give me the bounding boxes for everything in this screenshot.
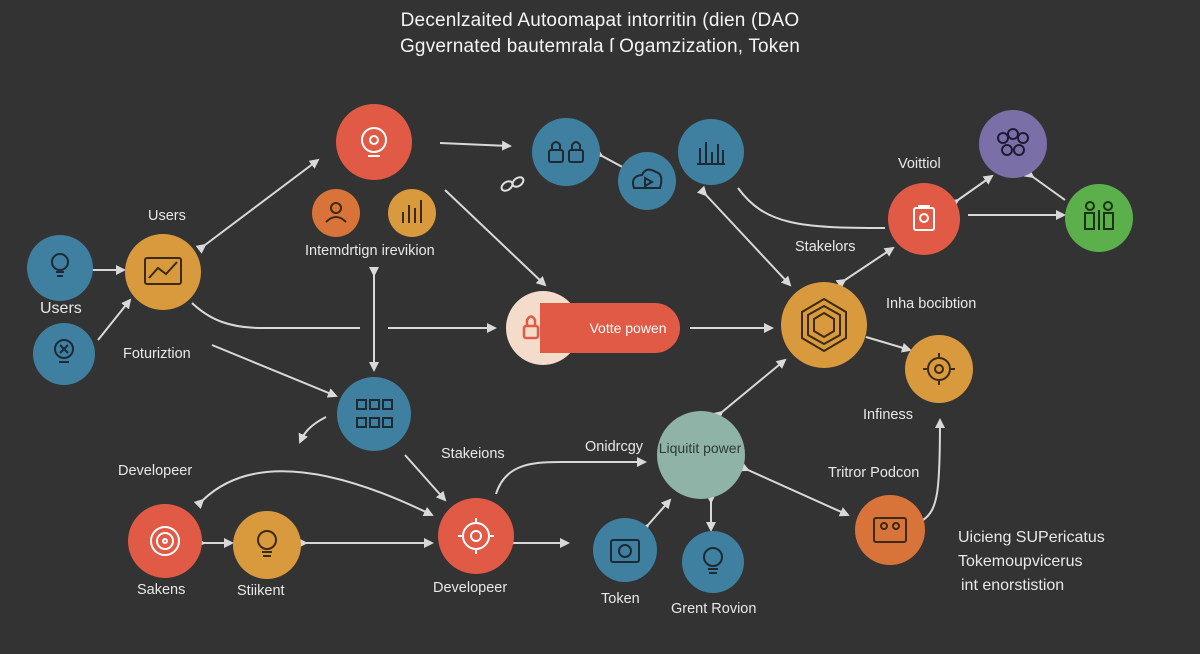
node-coins[interactable] <box>979 110 1047 178</box>
vote-power-pill[interactable]: Votte powen <box>540 303 680 353</box>
arrow-b <box>439 140 512 151</box>
node-liquitit-power[interactable] <box>657 411 745 499</box>
users-group-icon <box>325 202 347 223</box>
arrow-x <box>1023 168 1066 201</box>
label-side-3: int enorstistion <box>961 577 1065 594</box>
columns-chart-icon <box>697 142 725 165</box>
gear-icon <box>923 353 955 385</box>
arrow-y <box>865 336 912 353</box>
arrow-q <box>495 457 647 495</box>
label-users-top: Users <box>148 208 186 224</box>
label-users-left: Users <box>40 300 82 317</box>
hexagon-stack-icon <box>801 297 847 353</box>
label-developeer-left: Developeer <box>118 463 193 479</box>
label-inha-bocibtion: Inha bocibtion <box>886 296 977 312</box>
arrow-s <box>696 185 792 287</box>
node-strategy-top[interactable] <box>336 104 412 180</box>
node-columns[interactable] <box>678 119 744 185</box>
people-icon <box>1084 201 1114 230</box>
vote-power-label: Votte powen <box>589 320 667 336</box>
arrow-l <box>404 454 447 502</box>
gear-icon <box>458 518 494 554</box>
node-lightbulb-x[interactable] <box>33 323 95 385</box>
arrow-aa <box>738 462 850 517</box>
arrow-k <box>298 416 327 444</box>
lightbulb-icon <box>257 530 277 557</box>
target-icon <box>150 526 180 556</box>
node-infiness[interactable] <box>905 335 973 403</box>
node-users-chart[interactable] <box>125 234 201 310</box>
node-lightbulb-left[interactable] <box>27 235 93 301</box>
label-tritror-podcon: Tritror Podcon <box>828 465 920 481</box>
lightbulb-x-icon <box>54 339 74 363</box>
lightbulb-icon <box>703 547 723 574</box>
node-voittiol[interactable] <box>888 183 960 255</box>
badge-icon <box>913 205 935 231</box>
label-stiikent: Stiikent <box>237 583 285 599</box>
node-users-group[interactable] <box>312 189 360 237</box>
node-developer-gear[interactable] <box>438 498 514 574</box>
arrow-t <box>737 187 886 229</box>
arrow-z <box>712 358 787 421</box>
node-cloud[interactable] <box>618 152 676 210</box>
connectors <box>84 140 1066 548</box>
node-padlock-pair[interactable] <box>532 118 600 186</box>
label-stakelors: Stakelors <box>795 239 856 255</box>
arrow-u <box>835 246 895 289</box>
padlock-pair-icon <box>548 141 584 163</box>
arrow-j <box>211 344 338 398</box>
liquitit-power-label: Liquitit power <box>658 440 742 456</box>
chain-link-icon <box>500 176 525 192</box>
network-blocks-icon <box>356 399 393 428</box>
label-voittiol: Voittiol <box>898 156 941 172</box>
label-stakeions: Stakeions <box>441 446 505 462</box>
bar-chart-icon <box>402 200 422 223</box>
arrow-g <box>191 302 360 329</box>
arrow-m <box>193 470 434 516</box>
lightbulb-gear-icon <box>361 127 387 157</box>
node-grent-rovion[interactable] <box>682 531 744 593</box>
label-side-1: Uicieng SUPericatus <box>958 529 1105 546</box>
node-stiikent[interactable] <box>233 511 301 579</box>
node-people[interactable] <box>1065 184 1133 252</box>
arrow-bb <box>922 418 945 521</box>
node-hexagon[interactable] <box>781 282 867 368</box>
camera-icon <box>610 539 640 563</box>
node-network[interactable] <box>337 377 411 451</box>
label-developeer-bottom: Developeer <box>433 580 508 596</box>
chart-board-icon <box>144 257 182 285</box>
arrow-f <box>97 298 132 341</box>
label-grent-rovion: Grent Rovion <box>671 601 757 617</box>
cloud-play-icon <box>632 168 663 189</box>
diagram-title: Decenlzaited Autoomapat intorritin (dien… <box>400 10 800 31</box>
label-intemdrtign: Intemdrtign irevikion <box>305 243 435 259</box>
shield-people-icon <box>873 517 907 543</box>
node-tritror-podcon[interactable] <box>855 495 925 565</box>
label-onidrcgy: Onidrcgy <box>585 439 644 455</box>
arrow-v <box>948 174 994 209</box>
arrow-cc <box>638 498 672 535</box>
arrow-d <box>444 189 547 287</box>
label-token: Token <box>601 591 640 607</box>
diagram-subtitle: Ggvernated bautemrala ſ Ogamzization, To… <box>399 36 801 57</box>
lightbulb-icon <box>51 253 69 277</box>
node-token[interactable] <box>593 518 657 582</box>
node-bar-chart[interactable] <box>388 189 436 237</box>
label-foturiztion: Foturiztion <box>123 346 191 362</box>
coins-cluster-icon <box>997 128 1029 156</box>
label-sakens: Sakens <box>137 582 186 598</box>
label-side-2: Tokemoupvicerus <box>958 553 1083 570</box>
label-infiness: Infiness <box>863 407 913 423</box>
arrow-a <box>195 158 320 254</box>
node-target[interactable] <box>128 504 202 578</box>
